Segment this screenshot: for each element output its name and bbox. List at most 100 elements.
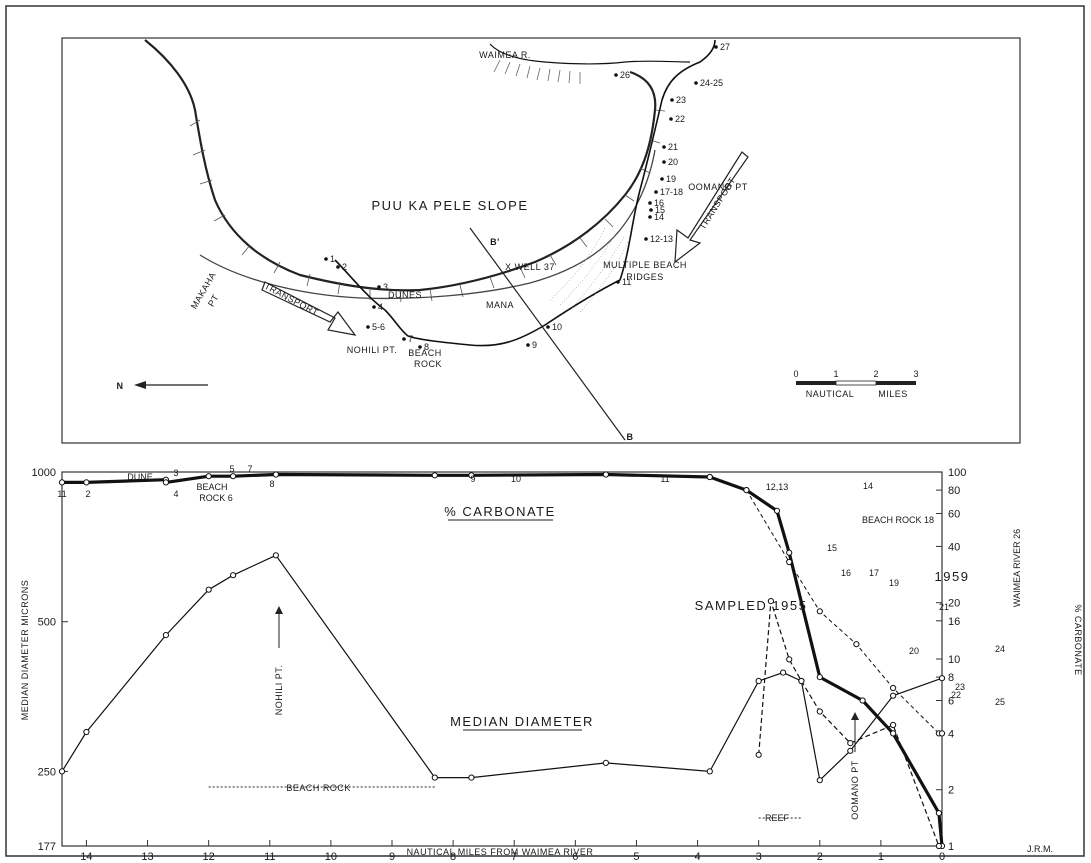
- map-station-label: 15: [655, 205, 665, 215]
- map-station-label: 11: [622, 277, 631, 287]
- series-point: [162, 479, 169, 486]
- map-region-label: NOHILI PT.: [347, 345, 398, 355]
- series-point: [859, 697, 866, 704]
- map-station-label: 5-6: [372, 322, 385, 332]
- y-axis-label-left: MEDIAN DIAMETER MICRONS: [20, 580, 30, 721]
- data-label: 23: [955, 682, 965, 692]
- median-annotation: MEDIAN DIAMETER: [450, 714, 594, 729]
- transport-arrow-right: [674, 151, 749, 264]
- map-station-point: [526, 343, 530, 347]
- year-annotation: 1959: [935, 569, 970, 584]
- north-arrow: [134, 381, 208, 389]
- map-frame: [61, 37, 1021, 444]
- series-point: [786, 549, 793, 556]
- map-station-point: [694, 81, 698, 85]
- x-tick-label: 8: [450, 851, 456, 863]
- map-station-label: 2: [342, 262, 347, 272]
- section-line: [491, 257, 626, 441]
- y-left-tick-label: 250: [38, 766, 56, 778]
- data-label: 16: [841, 568, 851, 578]
- map-station-point: [418, 345, 422, 349]
- x-tick-label: 10: [325, 851, 337, 863]
- map-region-label: WAIMEA R.: [479, 50, 531, 60]
- map-station-point: [662, 145, 666, 149]
- series-layer: [58, 471, 946, 850]
- series-point: [773, 507, 781, 514]
- series-point: [890, 684, 897, 692]
- map-region-label: PT: [206, 293, 221, 309]
- x-tick-label: 0: [939, 851, 945, 863]
- beach-ridges: [549, 227, 631, 313]
- map-station-label: 27: [720, 42, 730, 52]
- y-right-tick-label: 80: [948, 485, 960, 497]
- series-point: [431, 472, 438, 479]
- y-left-tick-label: 1000: [32, 467, 56, 479]
- series-point: [602, 471, 610, 478]
- data-label: 24: [995, 644, 1005, 654]
- map-station-label: 17-18: [660, 187, 683, 197]
- series-point: [847, 740, 854, 747]
- map-station-label: 4: [378, 302, 383, 312]
- coastline: [334, 39, 716, 347]
- nohili-arrowhead: [275, 606, 283, 614]
- data-label: 15: [827, 543, 837, 553]
- series-point: [890, 721, 897, 729]
- map-station-label: 3: [383, 282, 388, 292]
- data-label: 17: [869, 568, 879, 578]
- data-label: 19: [889, 578, 899, 588]
- y-right-tick-label: 100: [948, 467, 966, 479]
- map-station-point: [336, 265, 340, 269]
- series-point: [786, 558, 793, 566]
- map-feature-label: RIDGES: [626, 272, 664, 282]
- transport-label: TRANSPORT: [263, 281, 321, 318]
- oomano-annotation: OOMANO PT: [850, 760, 860, 820]
- x-tick-label: 1: [878, 851, 884, 863]
- map-station-label: 23: [676, 95, 686, 105]
- y-right-tick-label: 4: [948, 728, 954, 740]
- x-axis-label: NAUTICAL MILES FROM WAIMEA RIVER: [407, 847, 594, 857]
- series-point: [816, 708, 823, 715]
- scale-caption: MILES: [878, 389, 908, 399]
- x-tick-label: 2: [817, 851, 823, 863]
- map-station-point: [714, 45, 718, 49]
- series-point: [230, 572, 237, 579]
- map-station-label: 9: [532, 340, 537, 350]
- scale-tick-label: 0: [793, 369, 798, 379]
- map-station-point: [546, 325, 550, 329]
- map-station-label: 12-13: [650, 234, 673, 244]
- scale-tick-label: 3: [913, 369, 918, 379]
- series-point: [816, 608, 823, 615]
- waimea-hatching: [493, 59, 581, 84]
- series-point: [938, 730, 946, 737]
- x-tick-label: 11: [264, 851, 275, 863]
- reef-annotation: REEF: [765, 813, 790, 823]
- series-point: [935, 842, 943, 850]
- map-station-point: [644, 237, 648, 241]
- data-label: 11: [660, 474, 669, 484]
- data-label: 11: [57, 489, 66, 499]
- beach-rock-annotation: BEACH ROCK: [286, 783, 351, 793]
- scale-tick-label: 2: [873, 369, 878, 379]
- data-label: 14: [863, 481, 873, 491]
- oomano-arrowhead: [851, 712, 859, 720]
- nohili-annotation: NOHILI PT.: [274, 665, 284, 716]
- y-right-tick-label: 8: [948, 672, 954, 684]
- series-point: [162, 632, 169, 639]
- x-tick-label: 4: [694, 851, 700, 863]
- series-line-2: [758, 600, 940, 847]
- scale-caption: NAUTICAL: [806, 389, 855, 399]
- map-feature-label: N: [117, 381, 124, 391]
- map-station-label: 1: [330, 254, 335, 264]
- map-region-label: X WELL 37: [505, 262, 555, 272]
- data-label: 4: [173, 489, 178, 499]
- series-point: [890, 692, 897, 699]
- map-station-point: [616, 280, 620, 284]
- data-label: 10: [511, 474, 521, 484]
- series-point: [83, 479, 90, 486]
- y-right-tick-label: 40: [948, 541, 960, 553]
- scale-tick-label: 1: [833, 369, 838, 379]
- map-region-label: MANA: [486, 300, 514, 310]
